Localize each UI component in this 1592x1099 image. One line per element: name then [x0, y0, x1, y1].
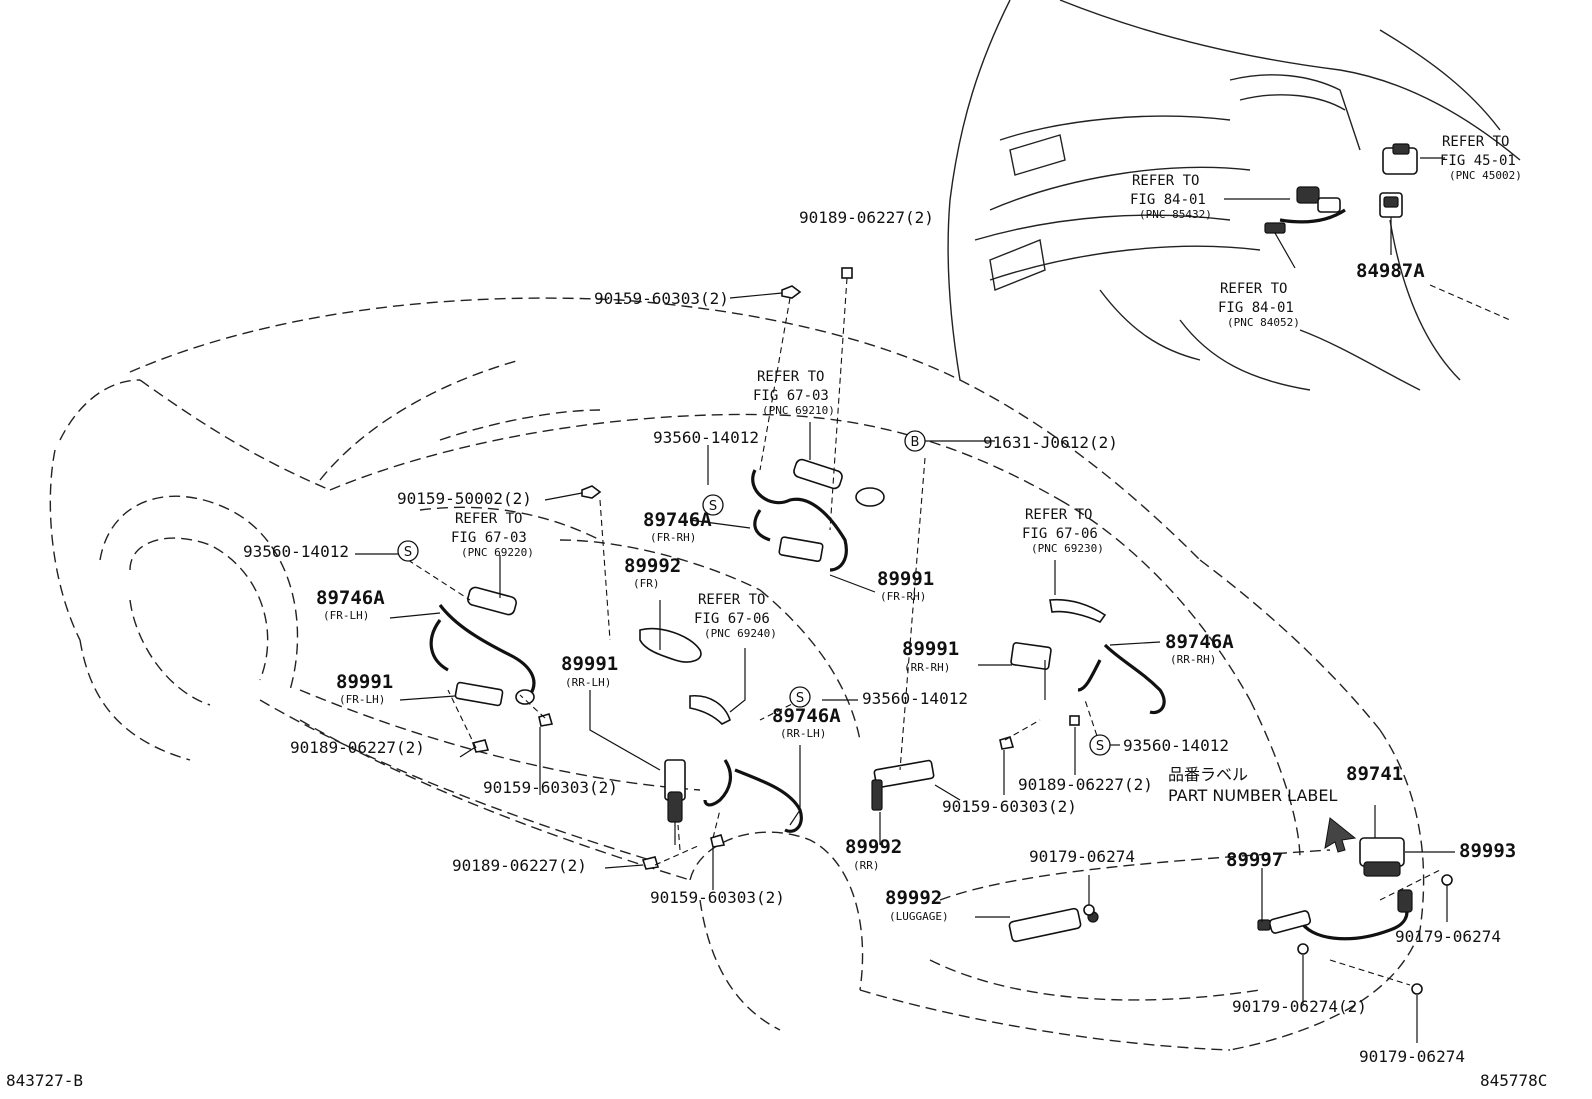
label-89746A-rr-rh: 89746A	[1165, 631, 1234, 653]
code-right: 845778C	[1480, 1071, 1547, 1090]
sub-luggage: (LUGGAGE)	[889, 910, 949, 923]
code-left: 843727-B	[6, 1071, 83, 1090]
label-89991-fr-lh: 89991	[336, 671, 393, 693]
sensor-luggage	[1008, 907, 1099, 943]
label-89746A-fr-lh: 89746A	[316, 587, 385, 609]
ref-6703L-a: REFER TO	[455, 511, 522, 527]
sub-rr: (RR)	[853, 859, 880, 872]
label-90159-50002: 90159-50002(2)	[397, 489, 532, 508]
label-90159-r: 90159-60303(2)	[942, 797, 1077, 816]
ref-6706B-c: (PNC 69230)	[1031, 542, 1104, 555]
handle-rr-lh	[664, 695, 803, 845]
marker-s-fr-lh: S	[404, 545, 412, 560]
label-90159-b: 90159-60303(2)	[650, 888, 785, 907]
sub-rr-lh2: (RR-LH)	[780, 727, 826, 740]
marker-b: B	[911, 435, 920, 450]
ref-6706A-a: REFER TO	[698, 592, 765, 608]
sensor-rr	[871, 759, 935, 811]
marker-s-rr-lh: S	[796, 691, 804, 706]
label-89992-rr: 89992	[845, 836, 902, 858]
label-89741: 89741	[1346, 763, 1403, 785]
ref-8401A-b: FIG 84-01	[1130, 192, 1206, 208]
part-labels: 90189-06227(2) 90159-60303(2) REFER TO F…	[6, 134, 1547, 1090]
ref-6706B-a: REFER TO	[1025, 507, 1092, 523]
label-part-number-en: PART NUMBER LABEL	[1168, 786, 1337, 805]
ref-4501-c: (PNC 45002)	[1449, 169, 1522, 182]
label-90179-a: 90179-06274	[1029, 847, 1135, 866]
label-90179-c: 90179-06274(2)	[1232, 997, 1367, 1016]
sub-rr-rh2: (RR-RH)	[1170, 653, 1216, 666]
sub-fr-lh: (FR-LH)	[323, 609, 369, 622]
label-90159-l: 90159-60303(2)	[483, 778, 618, 797]
sub-fr-lh2: (FR-LH)	[339, 693, 385, 706]
ref-6706A-b: FIG 67-06	[694, 611, 770, 627]
car-body-outline	[49, 297, 1425, 1051]
label-89993: 89993	[1459, 840, 1516, 862]
sub-fr-rh2: (FR-RH)	[880, 590, 926, 603]
marker-s-rr-rh: S	[1096, 739, 1104, 754]
part-label-arrow	[1324, 817, 1357, 853]
ref-6703L-c: (PNC 69220)	[461, 546, 534, 559]
label-89992-fr: 89992	[624, 555, 681, 577]
leader-lines	[355, 157, 1511, 1043]
label-90189-b: 90189-06227(2)	[452, 856, 587, 875]
label-90189-r: 90189-06227(2)	[1018, 775, 1153, 794]
marker-s-fr-rh: S	[709, 499, 717, 514]
label-90179-b: 90179-06274	[1395, 927, 1501, 946]
label-90159-top: 90159-60303(2)	[594, 289, 729, 308]
ref-8401B-a: REFER TO	[1220, 281, 1287, 297]
sub-fr: (FR)	[633, 577, 660, 590]
label-89991-fr-rh: 89991	[877, 568, 934, 590]
dashboard-inset	[947, 0, 1521, 391]
ref-6706A-c: (PNC 69240)	[704, 627, 777, 640]
ref-4501-b: FIG 45-01	[1440, 153, 1516, 169]
label-93560-d: 93560-14012	[1123, 736, 1229, 755]
handle-fr-rh	[751, 458, 885, 572]
label-89997: 89997	[1226, 849, 1283, 871]
label-89992-luggage: 89992	[885, 887, 942, 909]
sub-rr-lh: (RR-LH)	[565, 676, 611, 689]
ref-6703-a: REFER TO	[757, 369, 824, 385]
label-89991-rr-rh: 89991	[902, 638, 959, 660]
label-91631: 91631-J0612(2)	[983, 433, 1118, 452]
label-90179-d: 90179-06274	[1359, 1047, 1465, 1066]
label-84987A: 84987A	[1356, 260, 1425, 282]
ref-8401A-c: (PNC 85432)	[1139, 208, 1212, 221]
label-90189-l: 90189-06227(2)	[290, 738, 425, 757]
label-89746A-fr-rh: 89746A	[643, 509, 712, 531]
control-unit	[1298, 837, 1413, 941]
label-90189-top: 90189-06227(2)	[799, 208, 934, 227]
label-93560-b: 93560-14012	[243, 542, 349, 561]
fasteners	[471, 267, 1453, 995]
ref-4501-a: REFER TO	[1442, 134, 1509, 150]
handle-fr	[639, 627, 702, 663]
ref-8401A-a: REFER TO	[1132, 173, 1199, 189]
sub-rr-rh: (RR-RH)	[904, 661, 950, 674]
label-part-number-jp: 品番ラベル	[1168, 765, 1248, 784]
circle-markers: S B S S S	[397, 430, 1111, 756]
label-93560-c: 93560-14012	[862, 689, 968, 708]
label-89991-rr-lh: 89991	[561, 653, 618, 675]
ref-6706B-b: FIG 67-06	[1022, 526, 1098, 542]
ref-8401B-b: FIG 84-01	[1218, 300, 1294, 316]
inset-components	[1264, 143, 1418, 234]
handle-rr-rh	[1010, 598, 1166, 715]
label-89746A-rr-lh: 89746A	[772, 705, 841, 727]
ref-6703-c: (PNC 69210)	[762, 404, 835, 417]
label-93560-a: 93560-14012	[653, 428, 759, 447]
ref-6703-b: FIG 67-03	[753, 388, 829, 404]
ref-6703L-b: FIG 67-03	[451, 530, 527, 546]
sensor-89997	[1257, 910, 1312, 934]
ref-8401B-c: (PNC 84052)	[1227, 316, 1300, 329]
sub-fr-rh: (FR-RH)	[650, 531, 696, 544]
handle-fr-lh	[429, 586, 536, 707]
